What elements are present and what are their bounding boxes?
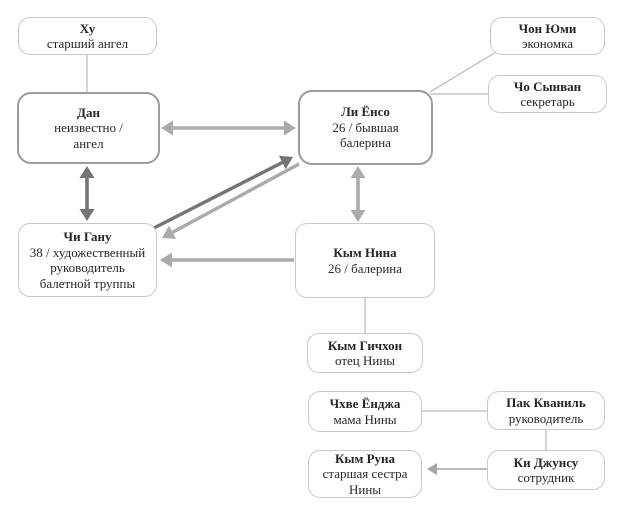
node-kym-nina: Кым Нина 26 / балерина xyxy=(295,223,435,298)
node-kym-nina-name: Кым Нина xyxy=(333,245,397,260)
node-kym-gichhon-role: отец Нины xyxy=(334,353,396,368)
node-hu-role: старший ангел xyxy=(46,36,129,51)
node-kym-nina-role: 26 / балерина xyxy=(327,260,403,276)
node-kym-runa: Кым Руна старшая сестра Нины xyxy=(308,450,422,498)
node-kym-runa-role: старшая сестра Нины xyxy=(322,466,408,497)
node-chi-ganu-name: Чи Гану xyxy=(63,229,112,244)
node-chon-yumi-name: Чон Юми xyxy=(518,20,577,36)
node-chon-yumi-role: экономка xyxy=(521,36,574,51)
node-chi-ganu-role: 38 / художественный руководитель балетно… xyxy=(29,244,146,291)
node-li-yonso: Ли Ёнсо 26 / бывшая балерина xyxy=(298,90,433,165)
node-pak-kvanil-name: Пак Кваниль xyxy=(506,395,586,410)
node-kym-gichhon: Кым Гичхон отец Нины xyxy=(307,333,423,373)
node-chkhve-yondzha-role: мама Нины xyxy=(333,411,397,427)
node-ki-dzhunsu-name: Ки Джунсу xyxy=(513,454,579,470)
node-pak-kvanil: Пак Кваниль руководитель xyxy=(487,391,605,430)
node-ki-dzhunsu-role: сотрудник xyxy=(517,470,575,485)
node-hu-name: Ху xyxy=(79,20,96,36)
node-pak-kvanil-role: руководитель xyxy=(508,410,584,426)
node-ki-dzhunsu: Ки Джунсу сотрудник xyxy=(487,450,605,490)
node-hu: Ху старший ангел xyxy=(18,17,157,55)
node-cho-synvan: Чо Сынван секретарь xyxy=(488,75,607,113)
node-dan: Дан неизвестно / ангел xyxy=(17,92,160,164)
node-dan-role: неизвестно / ангел xyxy=(54,120,123,151)
node-chkhve-yondzha-name: Чхве Ёнджа xyxy=(329,396,401,411)
node-kym-gichhon-name: Кым Гичхон xyxy=(327,337,403,353)
node-dan-name: Дан xyxy=(77,104,100,120)
node-chkhve-yondzha: Чхве Ёнджа мама Нины xyxy=(308,391,422,432)
node-chi-ganu: Чи Гану 38 / художественный руководитель… xyxy=(18,223,157,297)
node-li-yonso-name: Ли Ёнсо xyxy=(341,104,390,120)
node-li-yonso-role: 26 / бывшая балерина xyxy=(332,119,399,151)
node-cho-synvan-name: Чо Сынван xyxy=(513,78,582,94)
node-cho-synvan-role: секретарь xyxy=(520,94,575,109)
node-kym-runa-name: Кым Руна xyxy=(334,450,396,466)
node-chon-yumi: Чон Юми экономка xyxy=(490,17,605,55)
